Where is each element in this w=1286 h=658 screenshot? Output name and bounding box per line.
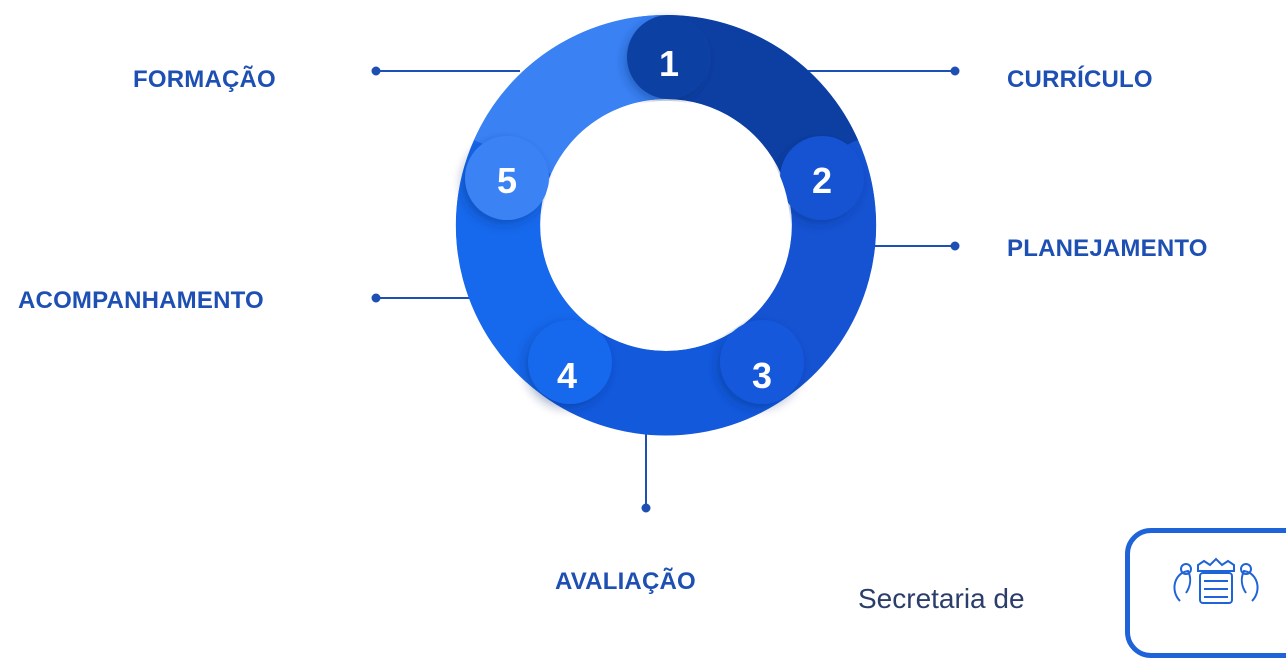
cycle-diagram: 1 2 3 4 5 CURRÍCULO PLANEJAMENTO AVALIAÇ…: [18, 15, 1286, 658]
connector-dot-4: [371, 293, 381, 303]
step-cap-5: [465, 136, 549, 220]
step-number-4: 4: [557, 355, 577, 396]
step-cap-2: [780, 136, 864, 220]
ring-center: [542, 101, 790, 349]
connector-dot-5: [371, 66, 381, 76]
step-cap-4: [528, 320, 612, 404]
step-cap-3: [720, 320, 804, 404]
step-cap-1: [627, 15, 711, 99]
cycle-ring-graphic: 1 2 3 4 5: [371, 15, 960, 513]
ring-segment-5: [474, 15, 666, 174]
step-number-1: 1: [659, 43, 679, 84]
step-number-2: 2: [812, 160, 832, 201]
step-label-curriculo: CURRÍCULO: [1007, 66, 1153, 93]
step-number-5: 5: [497, 160, 517, 201]
connector-dot-3: [641, 503, 651, 513]
coat-of-arms-logo: [1125, 528, 1286, 658]
step-label-planejamento: PLANEJAMENTO: [1007, 235, 1208, 262]
connector-dot-1: [950, 66, 960, 76]
step-label-avaliacao: AVALIAÇÃO: [555, 568, 696, 595]
step-label-acompanhamento: ACOMPANHAMENTO: [18, 287, 264, 314]
footer-secretaria-text: Secretaria de: [858, 583, 1025, 614]
step-number-3: 3: [752, 355, 772, 396]
connector-dot-2: [950, 241, 960, 251]
coat-of-arms-icon: [1173, 557, 1259, 604]
step-label-formacao: FORMAÇÃO: [133, 66, 276, 93]
ring-segment-1: [666, 15, 858, 174]
